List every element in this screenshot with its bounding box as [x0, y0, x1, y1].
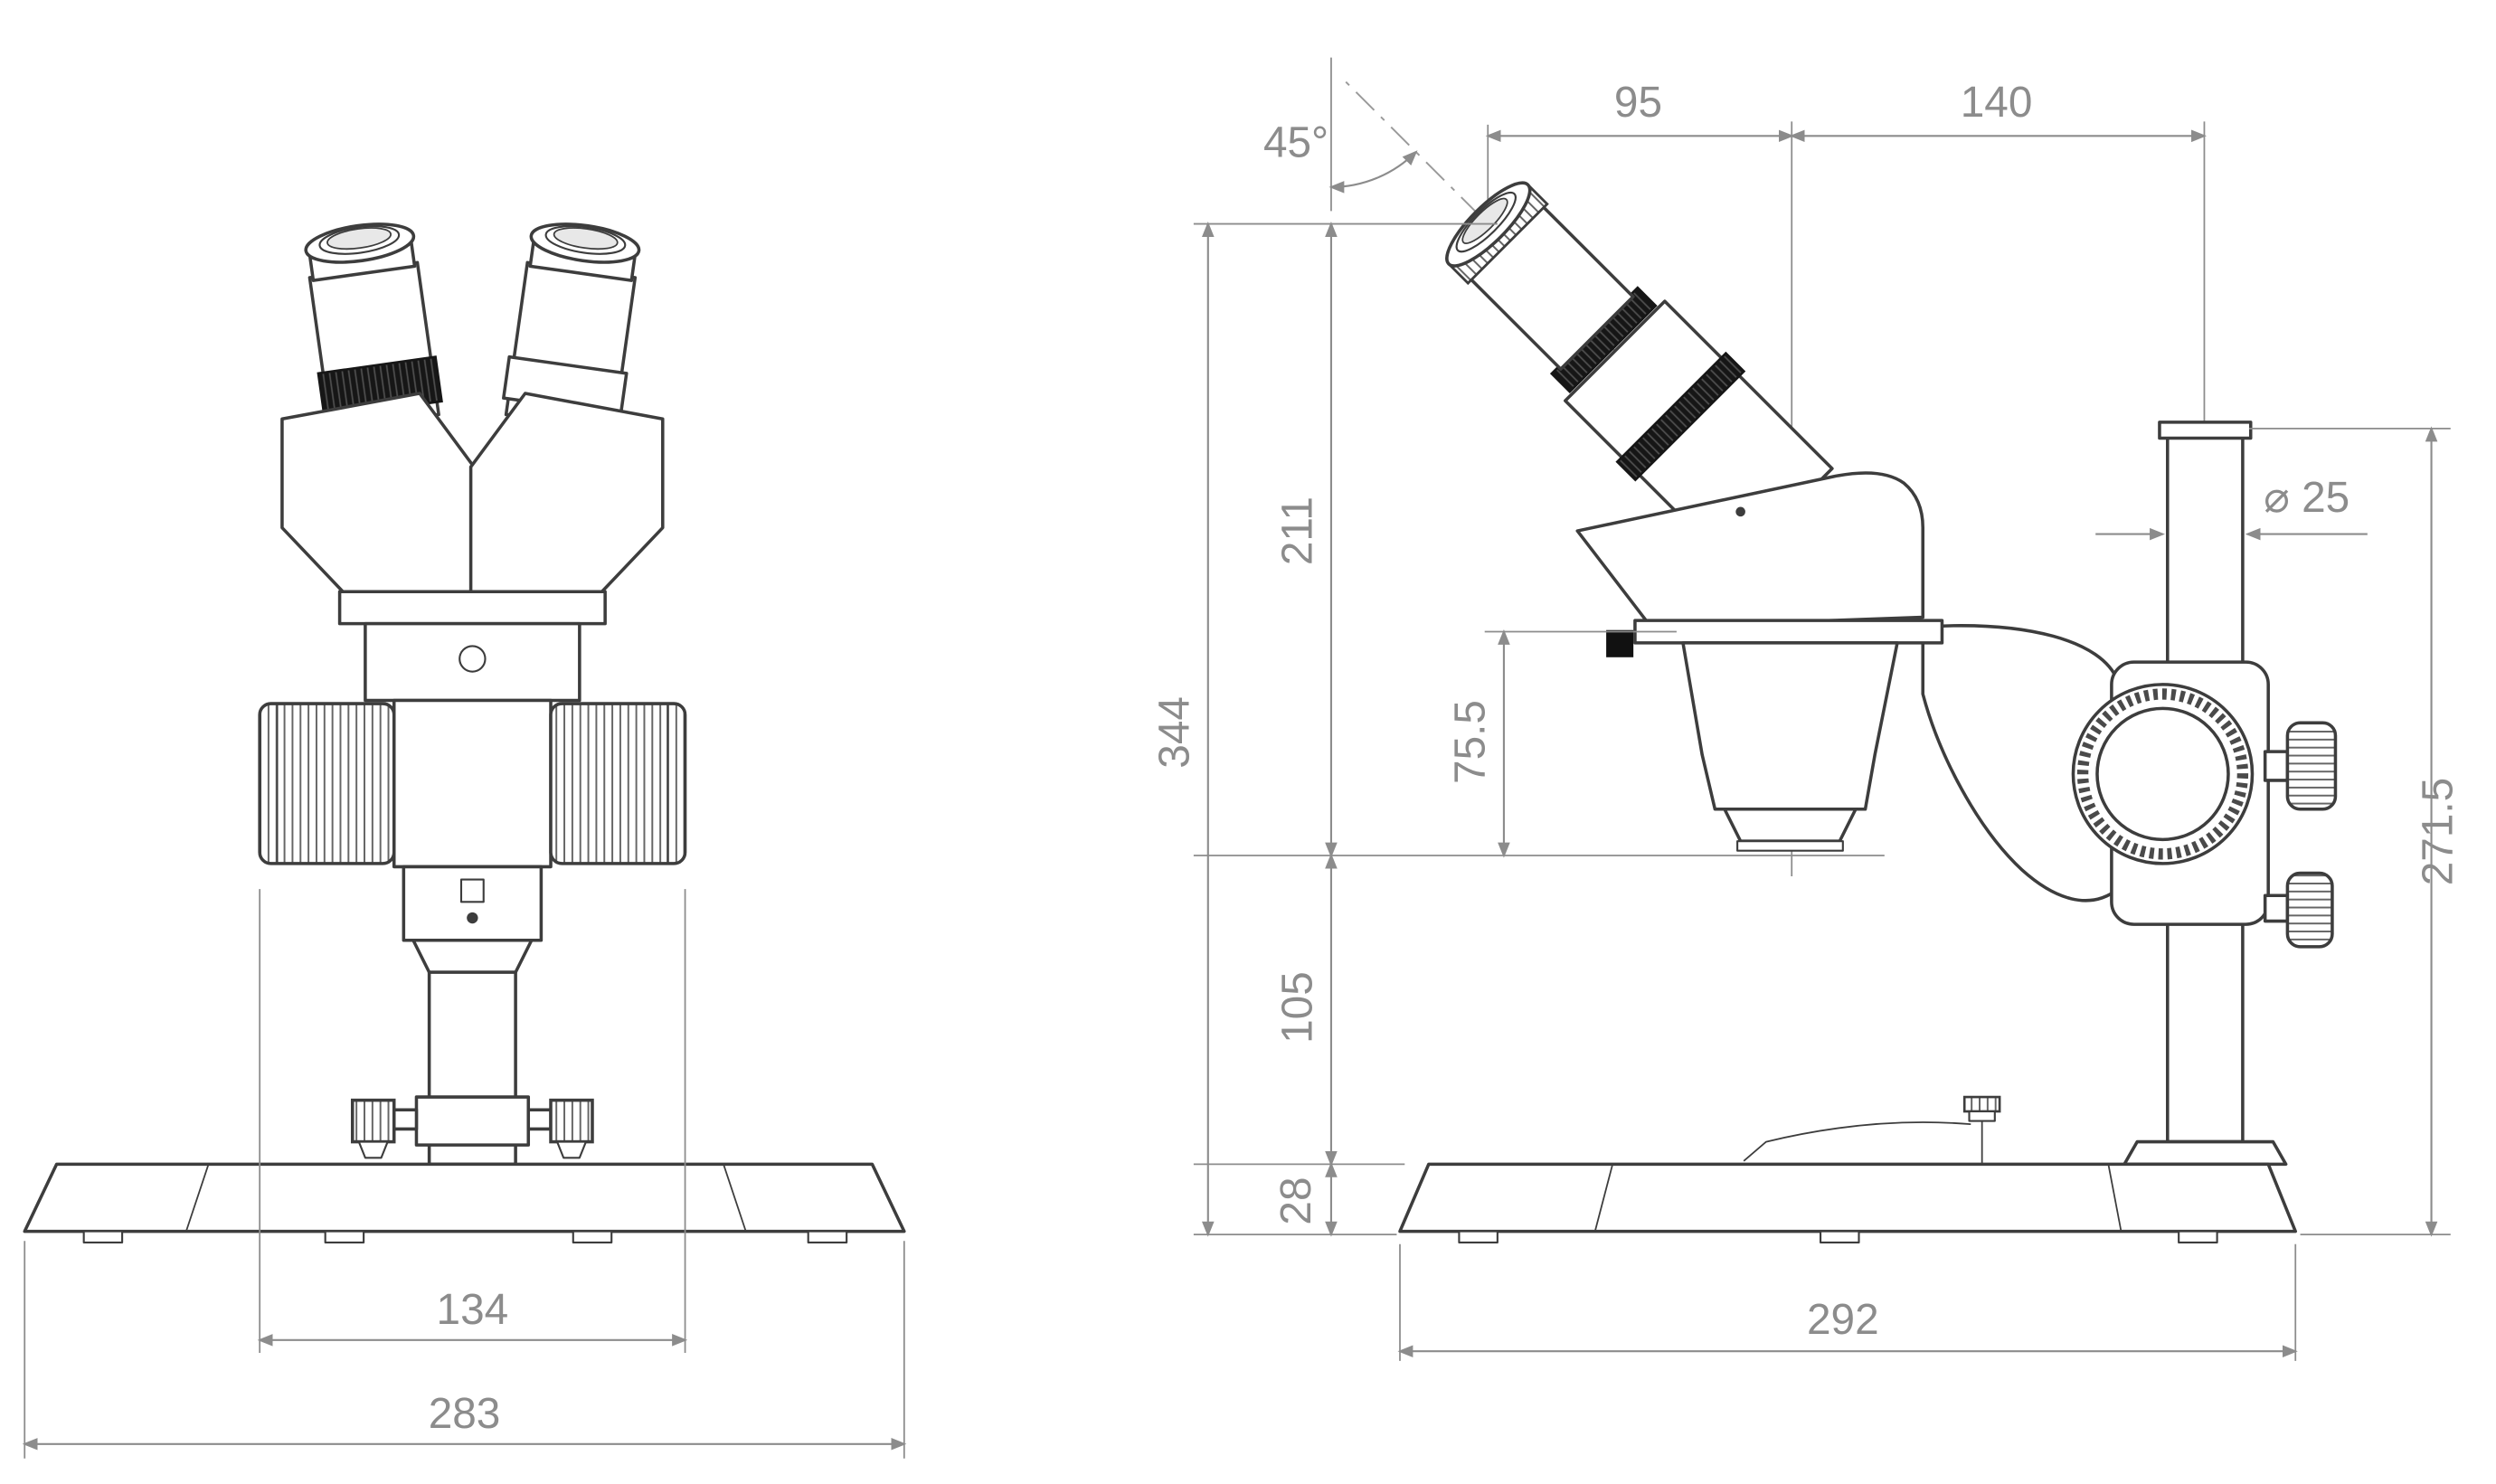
focus-knob-left	[258, 702, 396, 865]
focus-axle-body	[392, 698, 553, 869]
dim-knob-span: 134	[257, 889, 688, 1353]
front-view: 134 283	[22, 222, 907, 1459]
dim-label-211: 211	[1274, 496, 1322, 565]
thumbscrew-left	[350, 1098, 396, 1144]
tension-knob-upper	[2263, 721, 2338, 811]
dim-label-28: 28	[1272, 1177, 1320, 1224]
side-focus-knob	[2071, 683, 2255, 865]
thumbscrew-right	[549, 1098, 594, 1144]
dim-label-75-5: 75.5	[1447, 700, 1495, 784]
dim-base-width: 283	[22, 1241, 907, 1459]
objective-cone	[1723, 808, 1858, 843]
dim-total-height: 344	[1151, 222, 1215, 1237]
side-view: 45° 95 140 344 211 105 28 7	[1151, 57, 2463, 1361]
head-plate	[337, 590, 607, 626]
dim-base-length: 292	[1397, 1243, 2298, 1361]
column-foot	[2123, 1139, 2288, 1167]
dim-eyepiece-to-lens: 211	[1274, 222, 1338, 858]
body-screw	[459, 645, 487, 673]
specimen-clip	[1743, 1095, 2001, 1165]
column-collar	[414, 1095, 531, 1147]
dim-label-292: 292	[1807, 1296, 1879, 1344]
carrier-neck	[411, 939, 534, 974]
dim-label-45deg: 45°	[1263, 118, 1328, 166]
dim-lens-to-base: 105	[1274, 853, 1338, 1167]
dim-label-95: 95	[1614, 79, 1662, 127]
dim-label-140: 140	[1961, 79, 2033, 127]
dim-column-offset: 140	[1789, 79, 2208, 143]
dim-column-height: 271.5	[2415, 426, 2463, 1237]
dim-label-344: 344	[1151, 696, 1199, 769]
knurl-ring-lower	[1615, 351, 1746, 482]
microscope-head	[1575, 471, 1924, 629]
dim-label-dia25: ⌀ 25	[2264, 474, 2349, 522]
prism-housing-left	[280, 392, 476, 594]
base-plate-front	[23, 1162, 906, 1234]
dim-label-271-5: 271.5	[2415, 778, 2463, 885]
base-plate-side	[1398, 1162, 2298, 1234]
tension-knob-lower	[2263, 871, 2334, 949]
head-base-plate	[1633, 619, 1944, 645]
carrier-bracket	[402, 865, 544, 942]
dim-label-283: 283	[429, 1390, 501, 1438]
objective-lens-rim	[1736, 840, 1844, 852]
dim-column-diameter: ⌀ 25	[2095, 474, 2368, 541]
dim-base-thickness: 28	[1272, 1161, 1338, 1237]
head-switch	[1606, 629, 1634, 657]
dim-label-105: 105	[1274, 971, 1322, 1044]
dim-head-offset: 95	[1485, 79, 1794, 143]
dim-eyepiece-angle: 45°	[1263, 118, 1418, 194]
focus-knob-right	[549, 702, 687, 865]
front-eyepiece-right	[502, 222, 641, 431]
objective-barrel	[1681, 641, 1899, 811]
prism-housing-right	[468, 392, 665, 594]
support-arm	[1921, 624, 2120, 903]
dim-label-134: 134	[437, 1286, 509, 1334]
dim-head-to-lens: 75.5	[1447, 629, 1510, 858]
